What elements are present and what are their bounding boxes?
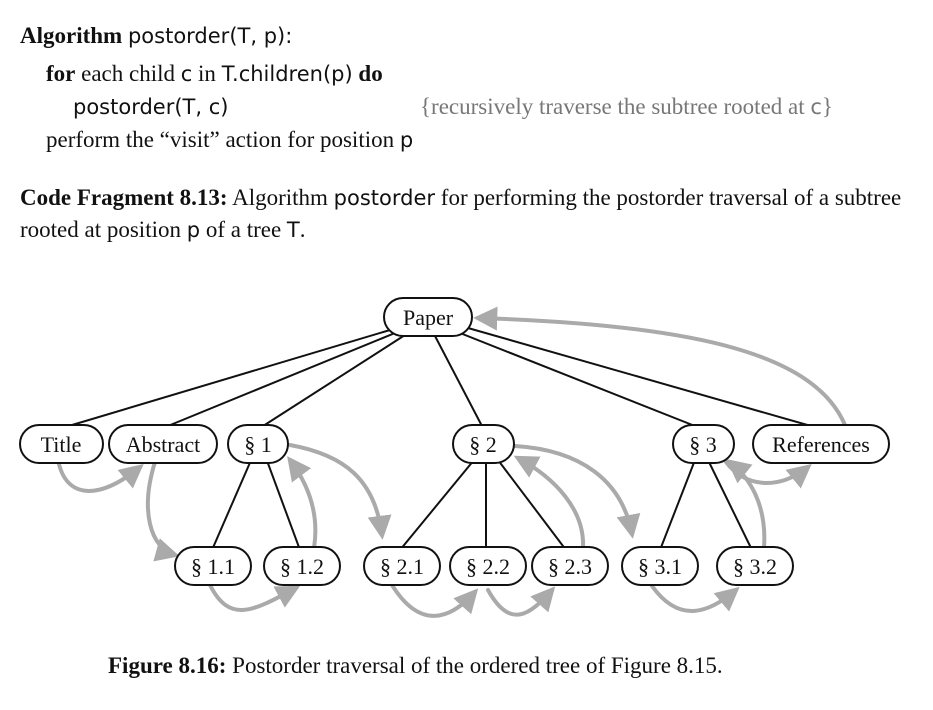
code-caption-text-4: . (299, 217, 306, 242)
node-s2-2: § 2.2 (449, 546, 527, 586)
figure-caption-label: Figure 8.16: (108, 653, 227, 678)
edge-paper-s3 (459, 332, 701, 429)
arrow-s23-s2 (513, 455, 586, 550)
arrow-title-abstract (56, 458, 144, 493)
code-caption-sans-2: p (186, 218, 201, 242)
traversal-path (56, 306, 847, 618)
for-text-mid: in (192, 61, 222, 86)
arrow-references-paper (473, 306, 847, 427)
edge-paper-references (467, 327, 819, 429)
algorithm-recursive-call: postorder(T, c) (73, 95, 229, 119)
arrow-s12-s1 (287, 456, 318, 550)
node-s3: § 3 (672, 424, 735, 464)
node-references: References (752, 424, 890, 464)
algorithm-comment: {recursively traverse the subtree rooted… (420, 93, 833, 121)
algorithm-signature: postorder(T, p): (127, 24, 293, 48)
node-s2-3: § 2.3 (531, 546, 609, 586)
edge-paper-s2 (434, 335, 484, 429)
node-label: § 3.1 (638, 554, 682, 579)
comment-open: {recursively traverse the subtree rooted… (420, 94, 811, 119)
node-paper: Paper (383, 297, 473, 337)
node-label: Title (41, 432, 82, 457)
node-label: § 2.2 (466, 554, 510, 579)
perform-text: perform the “visit” action for position (46, 127, 400, 152)
for-var: c (180, 62, 193, 86)
code-caption-label: Code Fragment 8.13: (20, 185, 228, 210)
arrow-s11-s12 (208, 583, 301, 612)
edge-paper-title (61, 329, 391, 429)
code-caption-text-3: of a tree (200, 217, 287, 242)
algorithm-perform-line: perform the “visit” action for position … (46, 126, 413, 154)
perform-var: p (399, 128, 414, 152)
arrow-abstract-s11 (146, 460, 180, 562)
node-s1-2: § 1.2 (263, 546, 341, 586)
arrow-s2-s31 (513, 444, 641, 539)
for-keyword: for (46, 61, 76, 86)
node-label: § 2.1 (380, 554, 424, 579)
node-label: Abstract (126, 432, 201, 457)
node-abstract: Abstract (108, 424, 218, 464)
arrow-s1-s21 (288, 443, 392, 540)
figure-caption-text: Postorder traversal of the ordered tree … (226, 653, 723, 678)
for-text-pre: each child (75, 61, 181, 86)
tree-edges (61, 327, 819, 551)
node-s2-1: § 2.1 (363, 546, 441, 586)
node-s3-1: § 3.1 (621, 546, 699, 586)
figure-caption: Figure 8.16: Postorder traversal of the … (108, 652, 723, 680)
node-s3-2: § 3.2 (716, 546, 794, 586)
edge-s1-s12 (265, 457, 301, 551)
arrow-s21-s22 (390, 583, 479, 618)
code-caption-sans-1: postorder (333, 186, 436, 210)
node-s1-1: § 1.1 (174, 546, 252, 586)
comment-close: } (821, 94, 833, 119)
arrow-s32-s3 (726, 458, 767, 550)
node-label: § 2 (469, 432, 497, 457)
node-label: § 3 (689, 432, 717, 457)
node-label: § 1.1 (191, 554, 235, 579)
algorithm-for-line: for each child c in T.children(p) do (46, 60, 383, 88)
node-label: References (772, 432, 870, 457)
code-caption-sans-3: T (286, 218, 300, 242)
arrow-s22-s23 (486, 586, 556, 617)
code-caption-text-1: Algorithm (227, 185, 334, 210)
edge-s1-s11 (211, 457, 253, 551)
algorithm-keyword: Algorithm (20, 23, 123, 48)
node-label: § 1 (244, 432, 272, 457)
edge-s2-s21 (399, 459, 475, 551)
node-label: § 3.2 (733, 554, 777, 579)
for-expr: T.children(p) (221, 62, 353, 86)
edge-s2-s23 (497, 459, 567, 551)
node-s1: § 1 (227, 424, 289, 464)
node-title: Title (19, 424, 104, 464)
node-label: § 1.2 (280, 554, 324, 579)
postorder-tree-figure: Paper Title Abstract § 1 § 2 § 3 Referen… (19, 297, 890, 618)
node-label: Paper (403, 305, 454, 330)
comment-var: c (810, 95, 822, 119)
edge-paper-abstract (162, 332, 396, 429)
edge-s3-s32 (707, 459, 753, 551)
arrow-s3-references (724, 460, 812, 489)
node-label: § 2.3 (548, 554, 592, 579)
code-fragment-caption: Code Fragment 8.13: Algorithm postorder … (20, 182, 910, 246)
edge-paper-s1 (259, 334, 406, 429)
node-s2: § 2 (452, 424, 515, 464)
algorithm-header: Algorithm postorder(T, p): (20, 22, 292, 50)
edge-s3-s31 (659, 459, 696, 551)
do-keyword: do (352, 61, 383, 86)
code-caption-text-2: for performing the postorder traversal o… (20, 185, 902, 242)
arrow-s31-s32 (650, 584, 740, 613)
